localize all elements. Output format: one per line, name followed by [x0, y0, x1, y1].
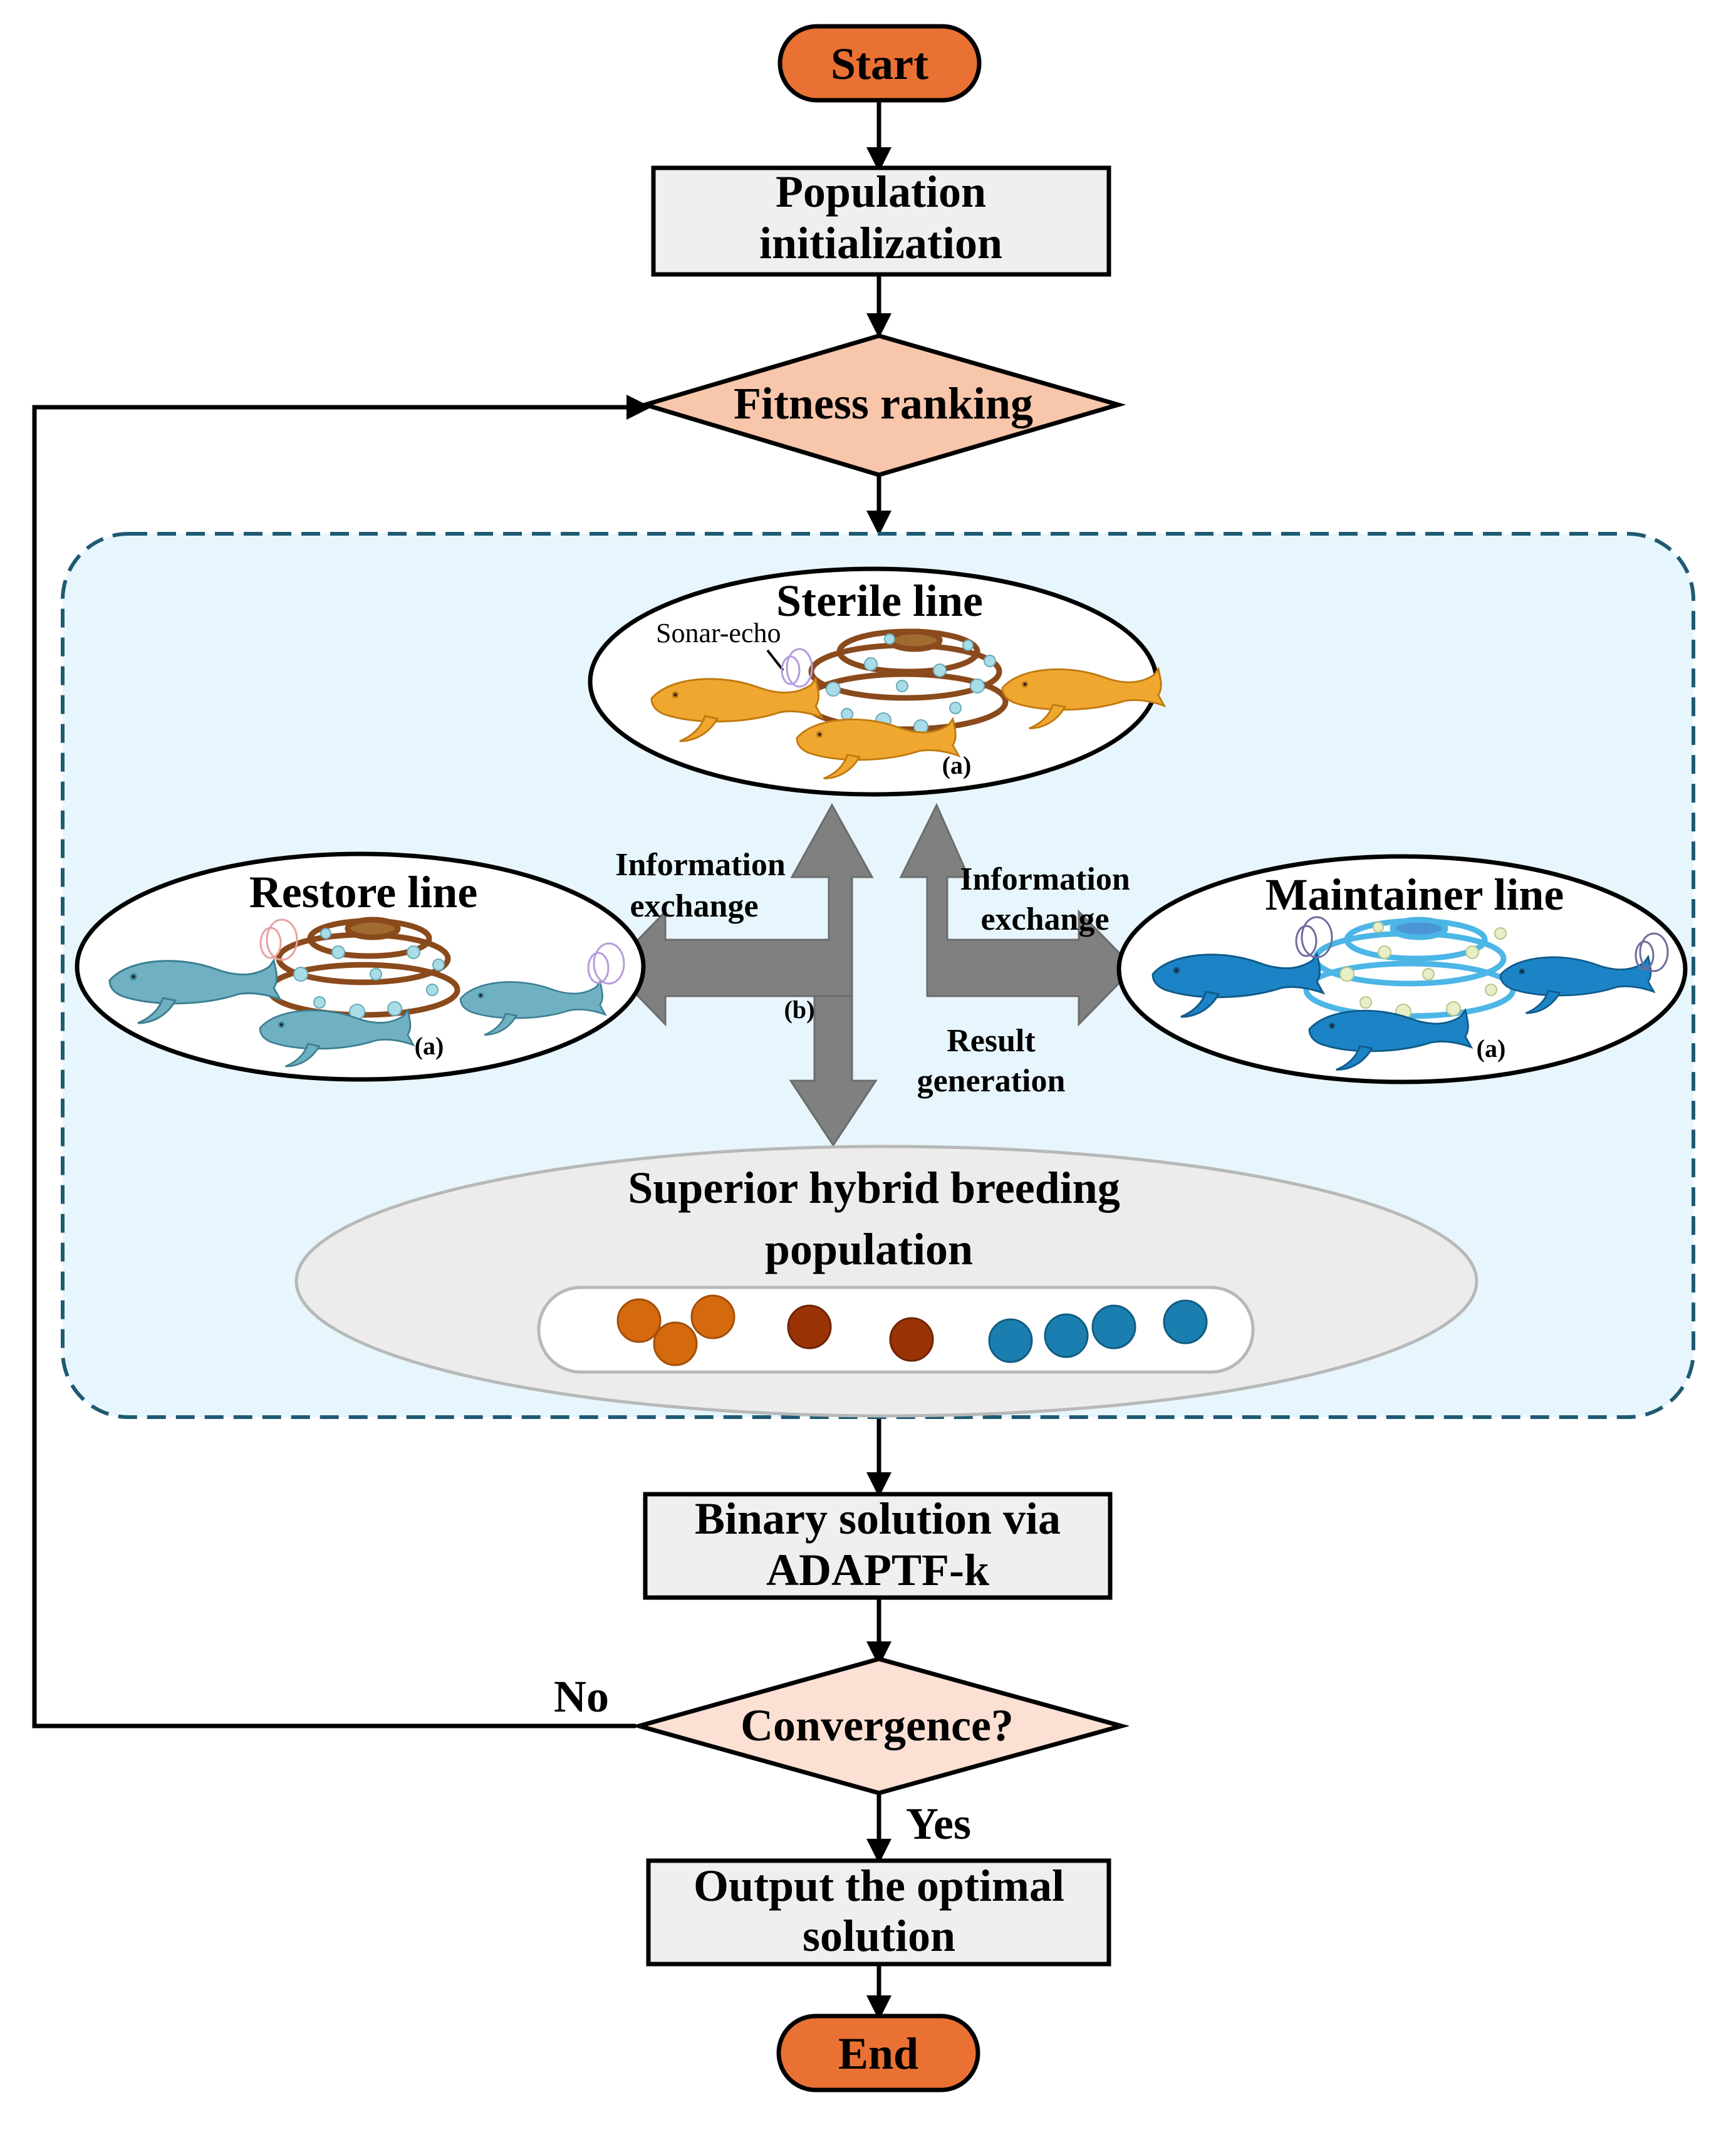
individual-blue-3 — [1091, 1304, 1136, 1349]
output-solution-line1: Output the optimal — [694, 1861, 1064, 1911]
individual-brown-2 — [889, 1317, 934, 1362]
restore-line-ellipse: Restore line — [75, 851, 646, 1082]
population-title-line1: Superior hybrid breeding — [628, 1163, 1120, 1213]
maintainer-line-tag: (a) — [1477, 1034, 1506, 1063]
population-ellipse: Superior hybrid breeding population — [294, 1145, 1479, 1418]
sterile-line-tag: (a) — [942, 751, 972, 779]
binary-solution-line1: Binary solution via — [695, 1494, 1061, 1544]
sterile-line-title: Sterile line — [776, 576, 983, 626]
convergence-decision: Convergence? No Yes — [554, 1656, 1130, 1849]
fitness-ranking-label: Fitness ranking — [734, 378, 1033, 429]
restore-line-title: Restore line — [249, 867, 478, 917]
fitness-ranking-decision: Fitness ranking — [637, 333, 1126, 477]
info-exchange-right-line2: exchange — [980, 902, 1109, 937]
output-solution-box: Output the optimal solution — [646, 1858, 1111, 1967]
individual-orange-1 — [616, 1298, 662, 1343]
start-terminal: Start — [777, 24, 982, 103]
result-generation-line2: generation — [917, 1063, 1066, 1099]
sonar-echo-label: Sonar-echo — [656, 618, 781, 648]
hybrid-breeding-panel: Information exchange Information exchang… — [61, 532, 1695, 1419]
result-generation-line1: Result — [947, 1023, 1036, 1059]
binary-solution-box: Binary solution via ADAPTF-k — [643, 1492, 1113, 1600]
individual-blue-4 — [1163, 1299, 1208, 1344]
bubbles-restore — [293, 928, 445, 1020]
individual-blue-2 — [1044, 1313, 1089, 1358]
info-exchange-left-line1: Information — [615, 847, 786, 883]
population-individuals — [616, 1294, 1208, 1366]
convergence-label: Convergence? — [741, 1700, 1014, 1750]
individual-orange-3 — [690, 1294, 735, 1339]
arrow-no-loop-back — [32, 395, 652, 1728]
individual-orange-2 — [653, 1321, 698, 1366]
arrow-sterile-restore — [609, 803, 874, 1027]
population-init-line1: Population — [776, 167, 986, 217]
end-label: End — [838, 2029, 918, 2079]
population-init-box: Population initialization — [651, 165, 1111, 277]
connector-lines — [32, 100, 891, 2020]
exchange-arrows — [609, 803, 1136, 1147]
end-terminal: End — [776, 2014, 980, 2092]
maintainer-line-title: Maintainer line — [1266, 870, 1564, 920]
arrow-result-generation — [789, 995, 878, 1147]
start-label: Start — [831, 39, 928, 89]
sterile-line-ellipse: Sterile line Sonar-echo — [588, 566, 1165, 797]
info-exchange-left-line2: exchange — [630, 888, 758, 924]
restore-line-tag: (a) — [415, 1032, 444, 1060]
no-branch-label: No — [554, 1671, 609, 1722]
info-exchange-right-line1: Information — [960, 861, 1130, 897]
arrow-sterile-maintainer — [899, 803, 1136, 1027]
sonar-icon-maintainer — [1295, 916, 1333, 959]
output-solution-line2: solution — [803, 1911, 955, 1961]
sonar-pointer — [766, 649, 784, 672]
sonar-icon-sterile — [781, 648, 813, 688]
arrow-tag-b: (b) — [784, 995, 815, 1024]
individual-brown-1 — [787, 1304, 832, 1349]
population-title-line2: population — [765, 1224, 973, 1274]
yes-branch-label: Yes — [906, 1799, 971, 1849]
sonar-icon-restore-2 — [587, 942, 625, 985]
binary-solution-line2: ADAPTF-k — [766, 1545, 989, 1595]
population-init-line2: initialization — [759, 218, 1002, 268]
sonar-icon-restore — [259, 918, 298, 961]
maintainer-line-ellipse: Maintainer line — [1116, 854, 1688, 1084]
sonar-icon-maintainer-2 — [1635, 932, 1669, 972]
individual-blue-1 — [988, 1318, 1033, 1363]
